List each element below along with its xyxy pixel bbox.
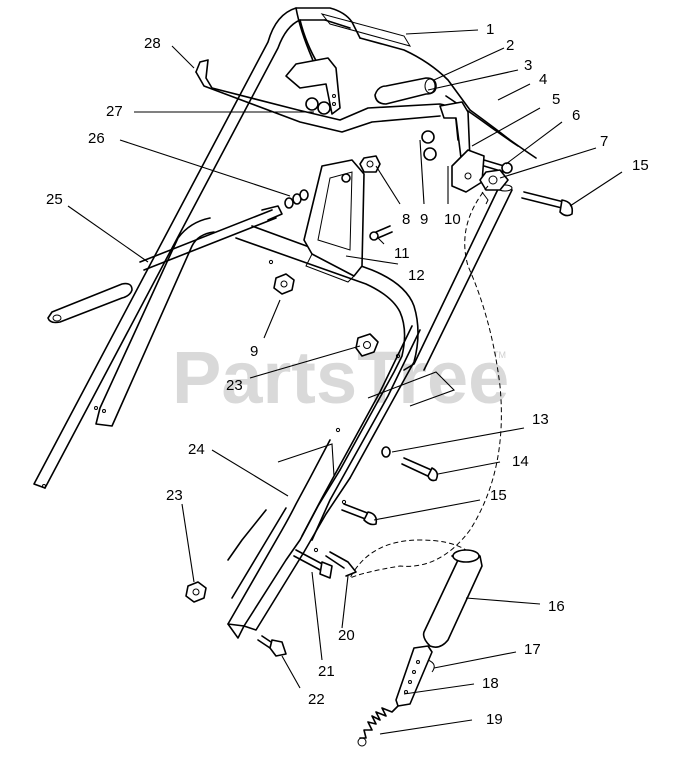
callout-7: 7 bbox=[600, 133, 608, 150]
callout-20: 20 bbox=[338, 627, 355, 644]
nut-23-upper bbox=[355, 333, 379, 357]
nut-7 bbox=[479, 169, 509, 191]
cable-hose bbox=[348, 185, 502, 580]
callout-18: 18 bbox=[482, 675, 499, 692]
callout-26: 26 bbox=[88, 130, 105, 147]
lower-handle bbox=[95, 217, 455, 639]
screw-14 bbox=[401, 457, 439, 482]
screw-11 bbox=[369, 225, 393, 241]
callout-16: 16 bbox=[548, 598, 565, 615]
control-plate bbox=[303, 159, 365, 283]
callout-9-upper: 9 bbox=[420, 211, 428, 228]
callout-15-lower: 15 bbox=[490, 487, 507, 504]
callout-28: 28 bbox=[144, 35, 161, 52]
spring-19 bbox=[357, 705, 399, 747]
bolt-22 bbox=[257, 635, 287, 657]
callout-23-upper: 23 bbox=[226, 377, 243, 394]
callout-11: 11 bbox=[394, 245, 410, 262]
bracket-17 bbox=[395, 645, 435, 707]
bail-lever bbox=[195, 59, 459, 141]
bushing-8 bbox=[359, 155, 381, 173]
callout-25: 25 bbox=[46, 191, 63, 208]
callout-21: 21 bbox=[318, 663, 335, 680]
screw-21 bbox=[293, 549, 333, 579]
nut-9 bbox=[273, 273, 295, 295]
callout-1: 1 bbox=[486, 21, 494, 38]
callout-3: 3 bbox=[524, 57, 532, 74]
spring-26 bbox=[284, 189, 309, 209]
callout-12: 12 bbox=[408, 267, 425, 284]
callout-4: 4 bbox=[539, 71, 547, 88]
upper-handle bbox=[33, 7, 537, 489]
upper-bracket-right bbox=[421, 101, 489, 205]
callout-13: 13 bbox=[532, 411, 549, 428]
callout-2: 2 bbox=[506, 37, 514, 54]
callout-8: 8 bbox=[402, 211, 410, 228]
callout-5: 5 bbox=[552, 91, 560, 108]
upper-bracket-left bbox=[285, 57, 341, 115]
callout-6: 6 bbox=[572, 107, 580, 124]
grip-16 bbox=[422, 549, 483, 648]
callout-14: 14 bbox=[512, 453, 529, 470]
callout-27: 27 bbox=[106, 103, 123, 120]
leader-lines bbox=[67, 29, 623, 735]
callout-9-lower: 9 bbox=[250, 343, 258, 360]
nut-23-lower bbox=[185, 581, 207, 603]
washer-13 bbox=[381, 446, 391, 458]
callout-10: 10 bbox=[444, 211, 461, 228]
callout-15-upper: 15 bbox=[632, 157, 649, 174]
cable-clip-20 bbox=[325, 551, 357, 577]
callout-24: 24 bbox=[188, 441, 205, 458]
carriage-bolt-15-lower bbox=[341, 503, 378, 526]
watermark: PartsTree bbox=[172, 336, 509, 419]
carriage-bolt-15-upper bbox=[521, 191, 574, 217]
callout-22: 22 bbox=[308, 691, 325, 708]
callout-19: 19 bbox=[486, 711, 503, 728]
callouts: 1 2 3 4 5 6 7 8 9 9 10 11 12 13 14 15 15… bbox=[46, 21, 649, 728]
control-rod bbox=[47, 205, 283, 324]
callout-23-lower: 23 bbox=[166, 487, 183, 504]
watermark-trademark: TM bbox=[493, 350, 506, 360]
callout-17: 17 bbox=[524, 641, 541, 658]
